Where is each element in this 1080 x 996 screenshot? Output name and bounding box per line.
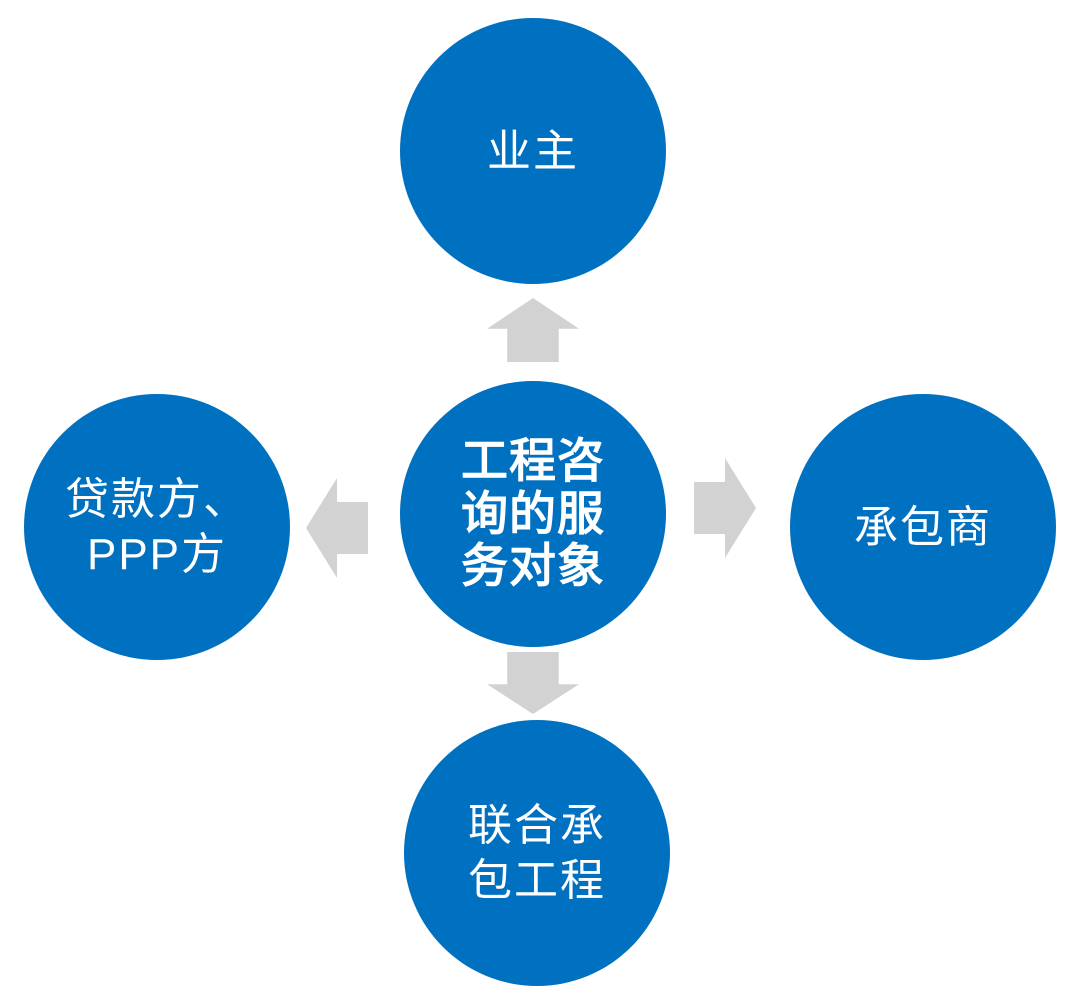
node-joint-contracting-label: 联合承 包工程 [468, 801, 606, 905]
node-owner: 业主 [400, 18, 666, 284]
arrow-down-icon [487, 652, 579, 714]
node-joint-contracting: 联合承 包工程 [404, 720, 670, 986]
node-center-service-objects: 工程咨 询的服 务对象 [400, 381, 666, 647]
node-contractor: 承包商 [790, 394, 1056, 660]
arrow-right-icon [694, 458, 756, 558]
node-contractor-label: 承包商 [854, 502, 992, 552]
node-lender-ppp: 贷款方、 PPP方 [24, 394, 290, 660]
node-owner-label: 业主 [487, 126, 579, 176]
node-lender-ppp-label: 贷款方、 PPP方 [65, 475, 249, 579]
arrow-left-icon [306, 478, 368, 578]
node-center-label: 工程咨 询的服 务对象 [461, 434, 605, 593]
arrow-up-icon [487, 298, 579, 362]
